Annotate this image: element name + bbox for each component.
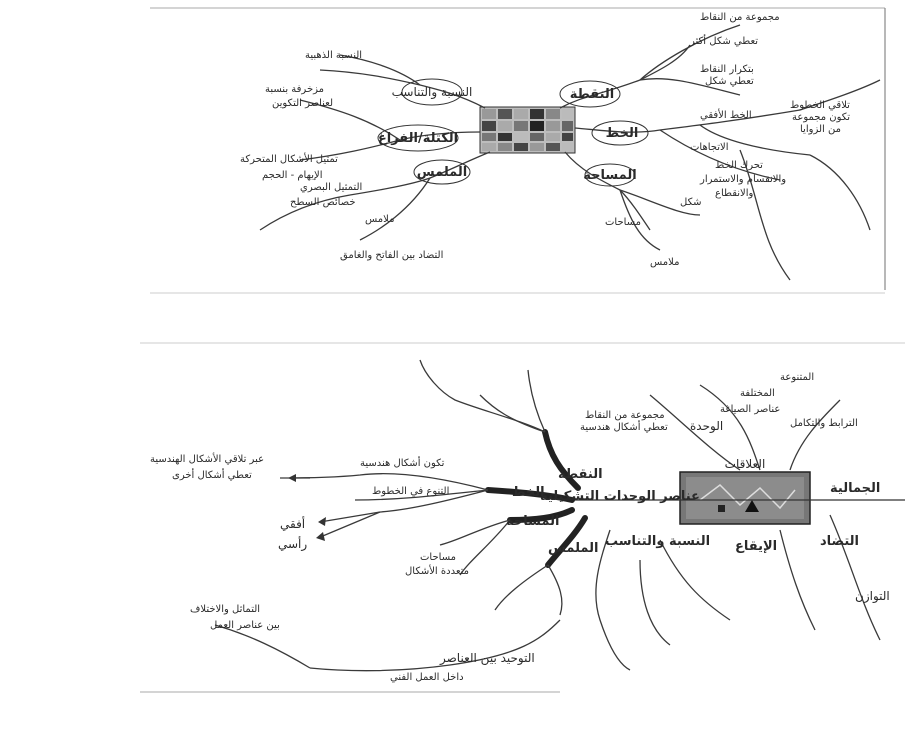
top-note: شكل xyxy=(680,197,701,208)
top-note: مجموعة من النقاط xyxy=(700,12,780,23)
top-note: ملامس xyxy=(650,257,679,268)
top-branch-area: المساحة xyxy=(583,168,636,183)
top-note: تعطي شكل أكثر xyxy=(689,34,758,47)
bottom-note: تعطي أشكال هندسية xyxy=(580,420,668,433)
top-note: لعناصر التكوين xyxy=(272,98,333,109)
top-note: والانقطاع xyxy=(715,188,754,199)
bottom-note: المتنوعة xyxy=(780,372,814,383)
top-note: خصائص السطح xyxy=(290,197,356,208)
bottom-branch-proportion: النسبة والتناسب xyxy=(605,534,710,549)
bottom-branch-surface: النقطة xyxy=(558,467,603,482)
top-branch-mass: الكتلة/الفراغ xyxy=(378,131,458,146)
bottom-note: التماثل والاختلاف xyxy=(190,604,260,615)
top-note: النسبة الذهبية xyxy=(305,50,362,61)
bottom-branch-line: الخط xyxy=(512,485,545,500)
bottom-note: عبر تلاقي الأشكال الهندسية xyxy=(150,452,264,465)
top-note: تعطي شكل xyxy=(705,76,754,87)
bottom-branch-unity: الوحدة xyxy=(690,419,723,434)
bottom-note: المختلفة xyxy=(740,388,775,399)
bottom-note: التنوع في الخطوط xyxy=(372,486,449,497)
bottom-note: الترابط والتكامل xyxy=(790,418,858,429)
bottom-branch-rhythm: الإيقاع xyxy=(735,539,777,554)
bottom-note: مجموعة من النقاط xyxy=(585,410,665,421)
bottom-aesthetic-label: الجمالية xyxy=(830,481,880,496)
bottom-note: متعددة الأشكال xyxy=(405,564,469,577)
top-note: تلاقي الخطوط xyxy=(790,100,850,111)
top-note: التمثيل البصري xyxy=(300,182,362,193)
bottom-center-label: عناصر الوحدات التشكيلية xyxy=(540,489,700,504)
bottom-branch-texture: الملمس xyxy=(548,541,598,556)
top-note: مساحات xyxy=(605,217,641,228)
top-note: من الزوايا xyxy=(800,124,841,135)
bottom-branch-contrast: التضاد xyxy=(820,534,859,549)
top-branch-texture: الملمس xyxy=(417,165,467,180)
top-note: تحرك الخط xyxy=(715,160,763,171)
top-note: تكون مجموعة xyxy=(792,112,850,123)
bottom-note: مساحات xyxy=(420,552,456,563)
top-note: والانقسام والاستمرار xyxy=(699,174,786,185)
bottom-note: رأسي xyxy=(278,536,307,552)
bottom-relations-label: العلاقات xyxy=(725,457,766,471)
bottom-branch-balance: التوازن xyxy=(855,589,890,604)
bottom-note: أفقي xyxy=(280,516,305,531)
top-note: تمثيل الأشكال المتحركة xyxy=(240,152,338,165)
bottom-note: التوحيد بين العناصر xyxy=(439,651,535,666)
top-branch-point: النقطة xyxy=(570,87,615,102)
bottom-note: تكون أشكال هندسية xyxy=(360,456,445,469)
top-center-image xyxy=(480,107,575,153)
bottom-note: داخل العمل الفني xyxy=(390,672,464,683)
top-note: ملامس xyxy=(365,214,394,225)
top-note: مزخرفة بنسبة xyxy=(265,84,324,95)
top-mind-map: النقطة الخط المساحة الملمس الكتلة/الفراغ… xyxy=(240,12,880,280)
top-note: بتكرار النقاط xyxy=(700,64,754,75)
top-note: الخط الأفقي xyxy=(700,108,752,121)
top-branch-line: الخط xyxy=(606,126,639,141)
top-note: الاتجاهات xyxy=(690,142,729,153)
bottom-note: تعطي أشكال أخرى xyxy=(172,468,252,481)
bottom-mind-map: العلاقات الجمالية عناصر الوحدات التشكيلي… xyxy=(150,360,905,683)
bottom-branch-area: المساحة xyxy=(506,514,559,529)
top-note: الإيهام - الحجم xyxy=(262,170,322,181)
bottom-note: عناصر الصياغة xyxy=(720,404,780,415)
top-note: التضاد بين الفاتح والغامق xyxy=(340,250,443,261)
bottom-note: بين عناصر العمل xyxy=(210,620,280,631)
top-branch-relation: النسبة والتناسب xyxy=(392,85,473,100)
